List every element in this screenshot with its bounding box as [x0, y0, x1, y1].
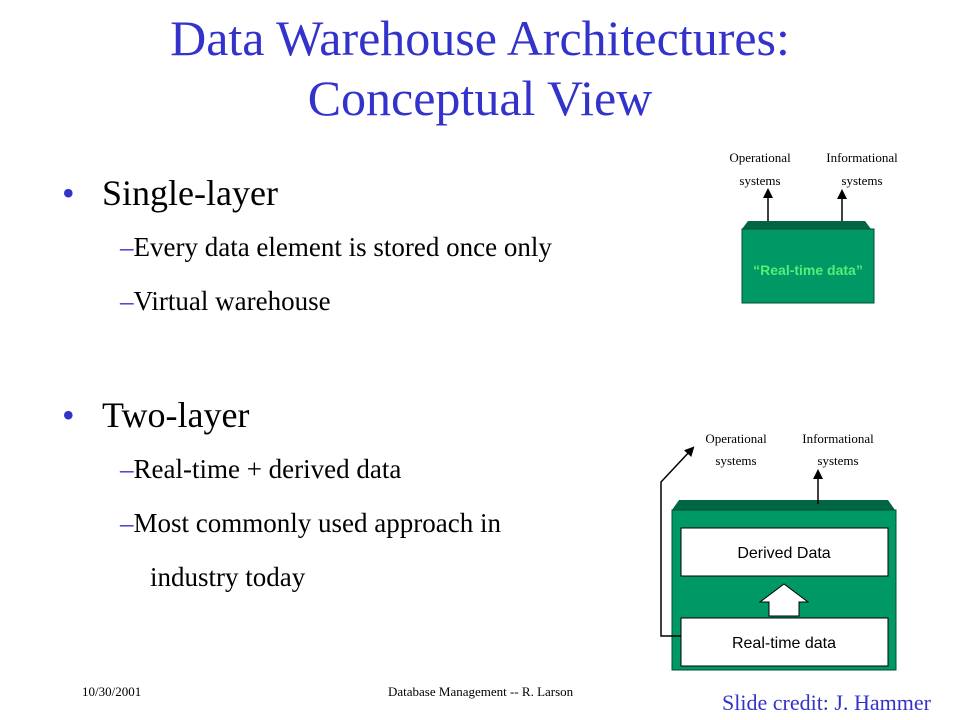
informational-label-line-2: systems [817, 453, 858, 468]
real-time-data-box [680, 617, 889, 667]
bullet-label: Single-layer [102, 173, 278, 213]
box-top-edge [672, 500, 895, 510]
sub-bullet-continuation: industry today [150, 562, 306, 592]
bullet-dot: • [62, 173, 75, 213]
title-line-2: Conceptual View [307, 70, 653, 126]
operational-connector-arrow [660, 446, 695, 637]
bullet-single-layer: • Single-layer [62, 172, 278, 214]
bullet-dot: • [62, 395, 75, 435]
footer-author: Database Management -- R. Larson [388, 684, 574, 699]
sub-bullet: –Most commonly used approach in [120, 508, 501, 538]
bullet-two-layer: • Two-layer [62, 394, 249, 436]
operational-label-line-2: systems [739, 173, 780, 188]
title-line-1: Data Warehouse Architectures: [170, 10, 790, 66]
bullet-label: Two-layer [102, 395, 250, 435]
informational-label-line-1: Informational [826, 150, 898, 165]
sub-bullet: –Virtual warehouse [120, 286, 331, 316]
operational-label-line-2: systems [715, 453, 756, 468]
informational-label-line-2: systems [841, 173, 882, 188]
up-arrow-icon [758, 583, 810, 617]
sub-bullet: –Real-time + derived data [120, 454, 402, 484]
operational-label-line-1: Operational [705, 431, 767, 446]
box-top-edge [742, 221, 871, 229]
derived-data-label: Derived Data [737, 545, 830, 562]
slide-credit: Slide credit: J. Hammer [722, 690, 931, 715]
derived-data-box [680, 527, 889, 577]
sub-bullet: –Every data element is stored once only [120, 232, 552, 262]
informational-label-line-1: Informational [802, 431, 874, 446]
slide-title: Data Warehouse Architectures: Conceptual… [0, 8, 960, 128]
footer-date: 10/30/2001 [82, 684, 142, 699]
real-time-data-label: Real-time data [732, 635, 836, 652]
real-time-data-box [741, 228, 875, 304]
real-time-data-label: “Real-time data” [753, 262, 863, 278]
two-layer-diagram: Operational systems Informational system… [660, 431, 897, 671]
single-layer-diagram: Operational systems Informational system… [729, 150, 898, 304]
operational-label-line-1: Operational [729, 150, 791, 165]
